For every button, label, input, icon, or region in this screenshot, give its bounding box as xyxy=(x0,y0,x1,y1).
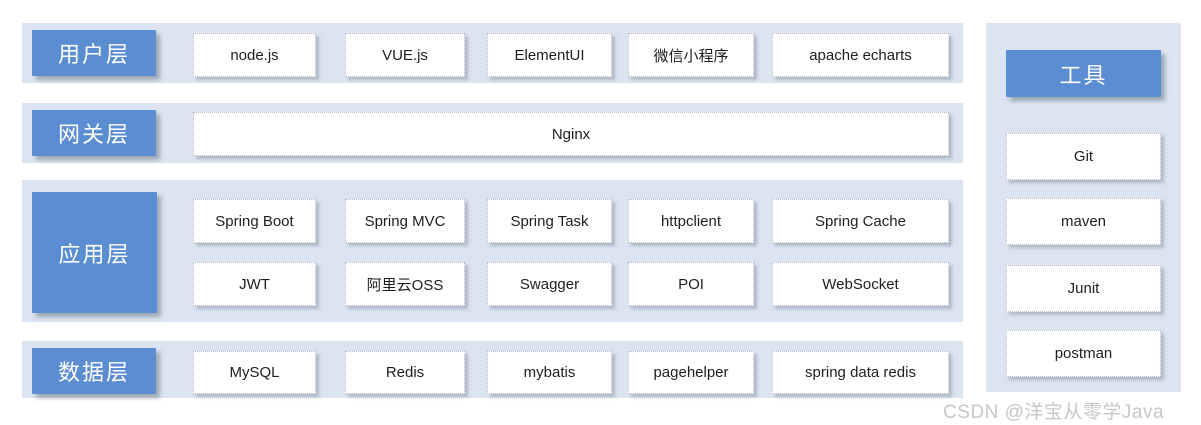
box-poi: POI xyxy=(628,262,754,306)
box-httpclient: httpclient xyxy=(628,199,754,243)
box-nodejs: node.js xyxy=(193,33,316,77)
application-layer-label: 应用层 xyxy=(32,192,157,313)
box-jwt: JWT xyxy=(193,262,316,306)
box-mybatis: mybatis xyxy=(487,351,612,394)
box-nginx: Nginx xyxy=(193,112,949,156)
box-aliyun-oss: 阿里云OSS xyxy=(345,262,465,306)
tools-panel: 工具 Git maven Junit postman xyxy=(986,23,1181,392)
csdn-watermark: CSDN @洋宝从零学Java xyxy=(943,402,1165,423)
user-layer-label: 用户层 xyxy=(32,30,156,76)
box-redis: Redis xyxy=(345,351,465,394)
box-websocket: WebSocket xyxy=(772,262,949,306)
box-swagger: Swagger xyxy=(487,262,612,306)
box-git: Git xyxy=(1006,133,1161,180)
tools-panel-label: 工具 xyxy=(1006,50,1161,97)
box-postman: postman xyxy=(1006,330,1161,377)
box-spring-data-redis: spring data redis xyxy=(772,351,949,394)
box-spring-task: Spring Task xyxy=(487,199,612,243)
user-layer-band: 用户层 node.js VUE.js ElementUI 微信小程序 apach… xyxy=(22,23,963,83)
box-wechat-miniprogram: 微信小程序 xyxy=(628,33,754,77)
data-layer-band: 数据层 MySQL Redis mybatis pagehelper sprin… xyxy=(22,341,963,398)
application-layer-band: 应用层 Spring Boot Spring MVC Spring Task h… xyxy=(22,180,963,322)
gateway-layer-band: 网关层 Nginx xyxy=(22,103,963,163)
box-pagehelper: pagehelper xyxy=(628,351,754,394)
box-junit: Junit xyxy=(1006,265,1161,312)
box-spring-mvc: Spring MVC xyxy=(345,199,465,243)
box-spring-cache: Spring Cache xyxy=(772,199,949,243)
box-mysql: MySQL xyxy=(193,351,316,394)
box-maven: maven xyxy=(1006,198,1161,245)
box-apache-echarts: apache echarts xyxy=(772,33,949,77)
data-layer-label: 数据层 xyxy=(32,348,156,394)
box-vuejs: VUE.js xyxy=(345,33,465,77)
gateway-layer-label: 网关层 xyxy=(32,110,156,156)
box-spring-boot: Spring Boot xyxy=(193,199,316,243)
box-elementui: ElementUI xyxy=(487,33,612,77)
